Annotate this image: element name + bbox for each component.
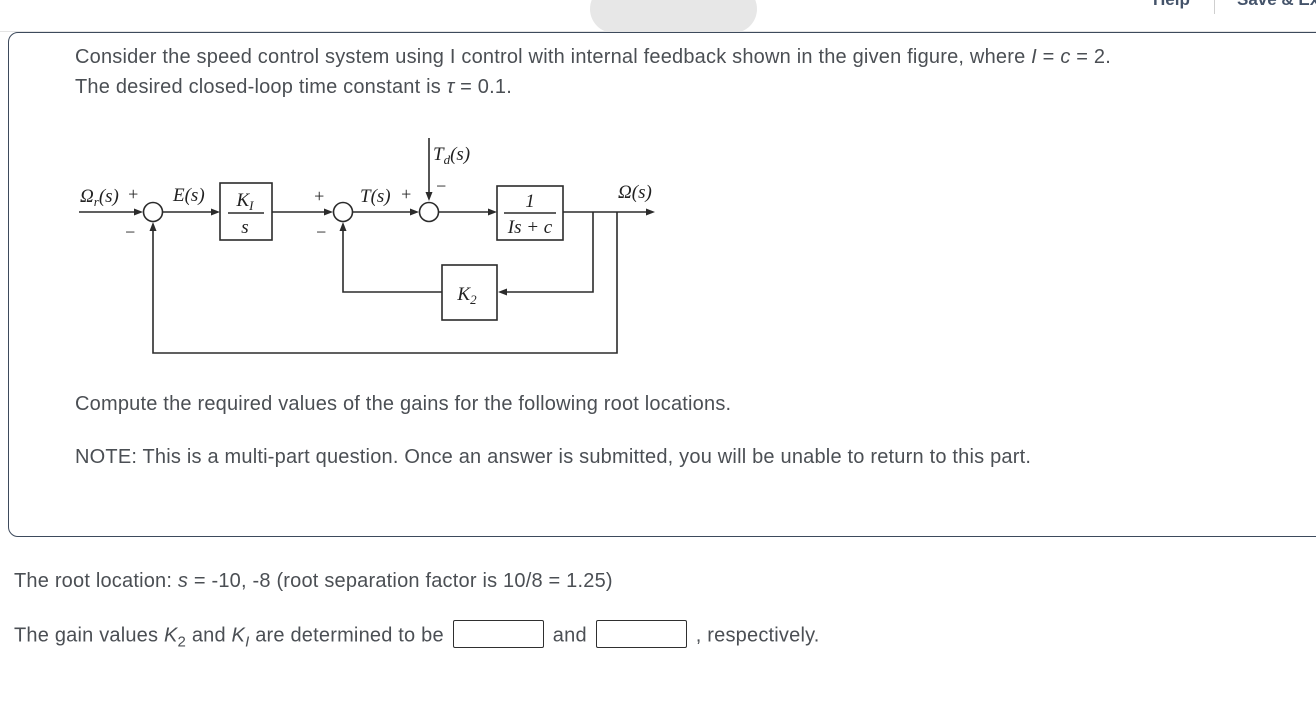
ki-answer-input[interactable]	[595, 620, 687, 648]
arrowhead	[324, 208, 333, 216]
arrowhead	[646, 208, 655, 216]
arrowhead-up	[149, 222, 157, 231]
k2-label: K2	[456, 284, 477, 307]
toolbar-divider	[1214, 0, 1215, 14]
header-rule	[0, 31, 1316, 32]
question-text: Consider the speed control system using …	[75, 42, 1111, 102]
gain-answer-line: The gain values K2 and KI are determined…	[14, 620, 820, 652]
k2-answer-input[interactable]	[452, 620, 544, 648]
plus-sign-3: +	[400, 184, 412, 204]
question-card	[8, 32, 1316, 537]
minus-sign-1: −	[124, 222, 136, 242]
arrowhead-left	[498, 288, 507, 296]
question-line-2: The desired closed-loop time constant is…	[75, 76, 512, 98]
multipart-note: NOTE: This is a multi-part question. Onc…	[75, 446, 1032, 468]
help-link[interactable]: Help	[1153, 0, 1205, 13]
minus-sign-3: −	[435, 176, 447, 196]
reference-input-label: Ωr(s)	[80, 186, 119, 209]
toolbar-pill-button[interactable]	[590, 0, 757, 33]
plus-sign-1: +	[127, 184, 139, 204]
arrowhead-down	[425, 192, 433, 201]
minus-sign-2: −	[315, 222, 327, 242]
plant-numerator: 1	[525, 191, 535, 212]
plus-sign-2: +	[313, 186, 325, 206]
integrator-denominator: s	[241, 217, 248, 238]
k2-out-line	[342, 231, 442, 293]
arrowhead	[211, 208, 220, 216]
block-diagram: KI s 1 Is + c K2 Ωr(s) + − E(s) + − T(s)…	[79, 138, 655, 354]
compute-instruction: Compute the required values of the gains…	[75, 393, 732, 415]
output-signal-label: Ω(s)	[618, 182, 652, 203]
disturbance-label: Td(s)	[433, 144, 470, 167]
integrator-block	[219, 182, 273, 241]
error-signal-label: E(s)	[172, 185, 205, 206]
plant-block	[496, 185, 564, 241]
arrowhead	[488, 208, 497, 216]
question-line-1: Consider the speed control system using …	[75, 46, 1112, 68]
arrowhead	[410, 208, 419, 216]
integrator-numerator: KI	[235, 190, 254, 213]
k2-block	[441, 264, 498, 321]
torque-signal-label: T(s)	[360, 186, 391, 207]
k2-in-line	[507, 212, 594, 293]
plant-denominator: Is + c	[507, 217, 553, 238]
save-and-exit-link[interactable]: Save & Exit	[1237, 0, 1316, 13]
arrowhead	[134, 208, 143, 216]
summing-junction-3	[418, 201, 440, 223]
root-location-line: The root location: s = -10, -8 (root sep…	[14, 570, 613, 592]
summing-junction-2	[332, 201, 354, 223]
arrowhead-up	[339, 222, 347, 231]
summing-junction-1	[142, 201, 164, 223]
outer-feedback-line	[152, 212, 618, 354]
